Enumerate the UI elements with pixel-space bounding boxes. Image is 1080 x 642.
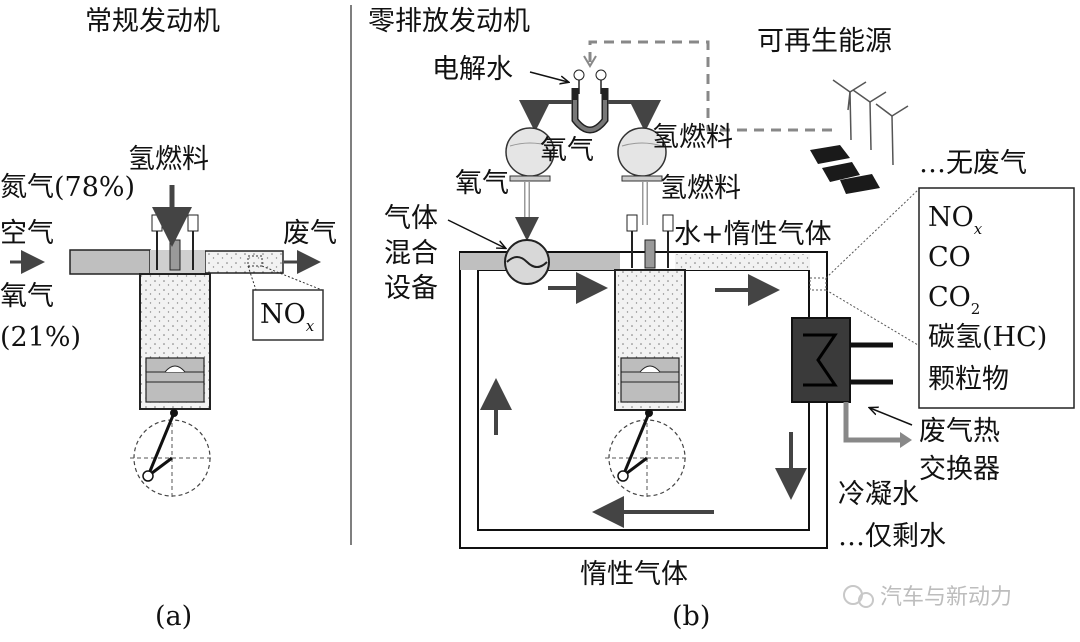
svg-text:CO2: CO2 xyxy=(928,282,980,318)
nitrogen-label: 氮气(78%) xyxy=(0,172,135,203)
nox-box xyxy=(252,289,324,341)
renewable-label: 可再生能源 xyxy=(757,26,892,57)
hydrogen-feed-label: 氢燃料 xyxy=(660,173,741,204)
hydrogen-tank xyxy=(617,127,667,182)
panel-a: 常规发动机 氢燃料 氮气(78%) 空气 氧气 (21%) 废气 xyxy=(0,6,337,632)
emission-tiny-box xyxy=(809,277,827,291)
emission-hc: 碳氢(HC) xyxy=(928,322,1047,353)
hydrogen-tank-label: 氢燃料 xyxy=(652,122,733,153)
condensate-label: 冷凝水 xyxy=(838,479,919,510)
oxygen-tank-label: 氧气 xyxy=(540,135,594,166)
exhaust-pipe xyxy=(204,250,284,274)
exhaust-valve xyxy=(187,214,199,232)
wind-turbine-icon xyxy=(832,79,909,166)
emission-pm: 颗粒物 xyxy=(928,364,1009,395)
nox-label: NO xyxy=(260,299,306,330)
oxygen-feed-label: 氧气 xyxy=(455,168,509,199)
no-exhaust-label: …无废气 xyxy=(919,148,1027,179)
solar-panel-icon xyxy=(810,145,880,194)
watermark: 汽车与新动力 xyxy=(843,585,1012,610)
panel-b-title: 零排放发动机 xyxy=(368,6,530,37)
panel-b: 零排放发动机 电解水 氧气 氢燃料 可再生能源 xyxy=(368,6,1075,632)
heat-exchanger-label-2: 交换器 xyxy=(919,454,1000,485)
heat-exchanger-label-1: 废气热 xyxy=(919,416,1000,447)
emission-nox: NO xyxy=(928,202,974,233)
svg-text:NOx: NOx xyxy=(928,202,983,238)
power-line xyxy=(588,40,832,132)
connecting-rod xyxy=(146,412,176,477)
mixer-label-1: 气体 xyxy=(384,203,438,234)
intake-pipe xyxy=(69,249,151,275)
piston xyxy=(145,357,205,403)
emission-co2-sub: 2 xyxy=(971,300,981,318)
mixer-label-3: 设备 xyxy=(384,273,438,304)
intake-valve xyxy=(151,214,163,232)
emission-co2: CO xyxy=(928,282,971,313)
air-label: 空气 xyxy=(0,218,54,249)
caption-b: (b) xyxy=(672,601,710,632)
mixer-label-2: 混合 xyxy=(384,238,438,269)
emission-nox-sub: x xyxy=(974,220,983,238)
oxygen-label: 氧气 xyxy=(0,281,54,312)
fuel-label: 氢燃料 xyxy=(128,144,209,175)
svg-text:NOx: NOx xyxy=(260,299,315,335)
piston-b xyxy=(620,357,680,403)
panel-a-title: 常规发动机 xyxy=(85,6,220,37)
emission-co: CO xyxy=(928,242,971,273)
caption-a: (a) xyxy=(155,601,192,632)
injector xyxy=(169,239,181,271)
emissions-box xyxy=(918,187,1075,409)
oxygen-tank xyxy=(505,127,555,182)
water-inert-label: 水+惰性气体 xyxy=(674,219,832,250)
electrolysis-label: 电解水 xyxy=(432,54,513,85)
watermark-text: 汽车与新动力 xyxy=(880,585,1012,610)
exhaust-label: 废气 xyxy=(283,218,337,249)
only-water-label: …仅剩水 xyxy=(838,521,946,552)
nox-sub: x xyxy=(306,317,315,335)
inert-gas-label: 惰性气体 xyxy=(580,559,688,590)
heat-exchanger xyxy=(791,317,851,403)
oxygen-pct: (21%) xyxy=(0,322,81,353)
